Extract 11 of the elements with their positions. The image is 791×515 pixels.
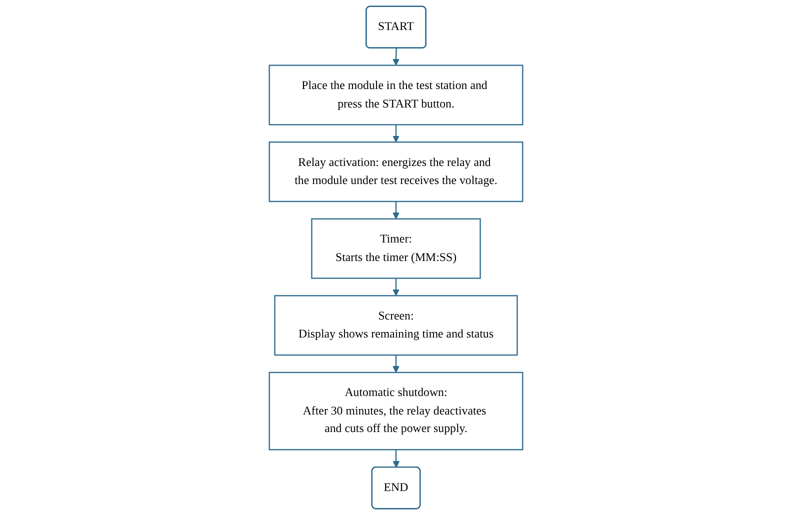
arrow (392, 124, 399, 142)
arrow (392, 355, 399, 373)
node-box: Automatic shutdown: After 30 minutes, the relay deactivates and cuts off the power supply. (268, 372, 523, 450)
arrow (392, 278, 399, 296)
node-box: Timer: Starts the timer (MM:SS) (310, 218, 480, 279)
arrow (392, 48, 399, 66)
arrow (392, 202, 399, 220)
node-box: Place the module in the test station and press the START button. (268, 64, 523, 126)
node-box: Relay activation: energizes the relay and the module under test receives the voltage. (268, 142, 523, 202)
arrow (392, 450, 400, 468)
node-box: Screen: Display shows remaining time and status (274, 295, 518, 356)
